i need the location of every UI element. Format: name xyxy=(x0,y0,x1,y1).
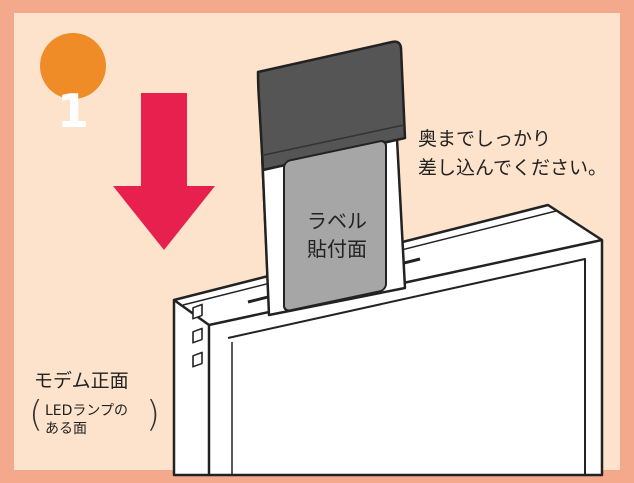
instruction-line-1: 奥までしっかり xyxy=(418,128,552,150)
instruction-line-2: 差し込んでください。 xyxy=(418,157,608,179)
card-label-line-1: ラベル xyxy=(307,209,367,233)
led-light-icon xyxy=(192,303,203,320)
open-paren-icon: ( xyxy=(29,394,44,435)
led-light-icon xyxy=(192,351,203,368)
down-arrow-icon xyxy=(113,93,215,250)
led-note-line-2: ある面 xyxy=(45,421,87,437)
usb-card-illustration xyxy=(256,40,407,317)
card-label-line-2: 貼付面 xyxy=(307,237,367,261)
step-number: 1 xyxy=(56,84,89,138)
step-badge-icon xyxy=(40,33,106,99)
label-area xyxy=(283,140,387,312)
close-paren-icon: ) xyxy=(146,394,161,435)
modem-front-title: モデム正面 xyxy=(34,370,129,392)
led-note-line-1: LEDランプの xyxy=(45,403,129,419)
led-light-icon xyxy=(192,327,203,344)
